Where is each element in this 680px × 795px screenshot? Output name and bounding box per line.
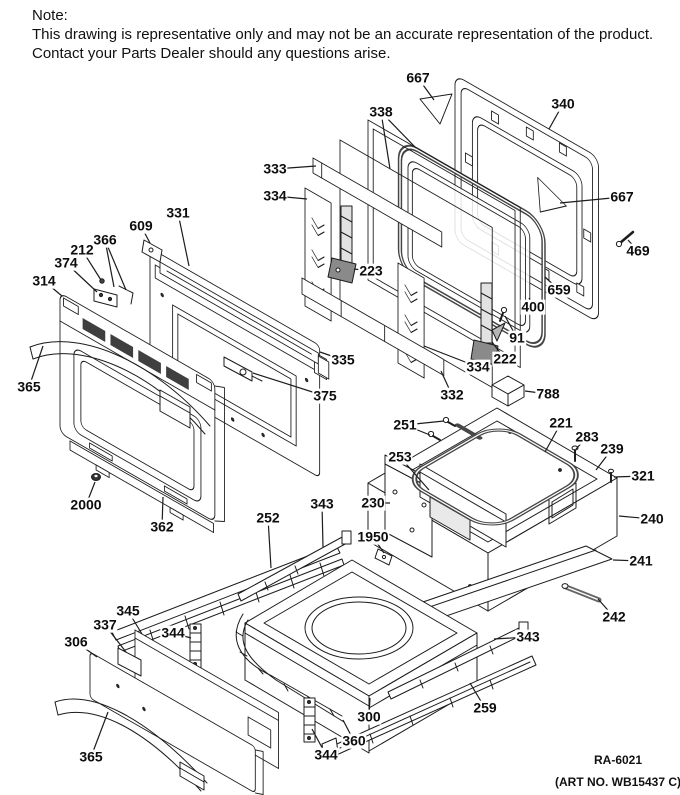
grommet-2000	[91, 473, 101, 481]
door-gasket-659	[397, 144, 546, 348]
leader-line-259	[469, 682, 486, 709]
leader-line-343	[321, 503, 324, 548]
leader-line-337	[104, 624, 127, 653]
leader-line-340	[548, 103, 564, 130]
leader-line-242	[597, 598, 615, 618]
inner-door-glass-400	[407, 161, 531, 333]
art-number: (ART NO. WB15437 C)	[554, 775, 680, 789]
note: Note: This drawing is representative onl…	[32, 6, 653, 63]
leader-line-344	[172, 632, 192, 639]
leader-line-331	[177, 212, 190, 267]
leader-line-300	[368, 697, 371, 718]
leader-line-332	[440, 370, 453, 396]
leader-line-251	[404, 420, 445, 426]
rod-242	[561, 583, 602, 603]
leader-line-343	[493, 636, 529, 640]
drawing-number: RA-6021	[593, 753, 643, 767]
leader-line-223	[353, 268, 372, 272]
drawer-slide-343-upper	[237, 530, 352, 602]
leader-line-222	[491, 341, 506, 360]
leader-line-365	[90, 711, 109, 758]
hinge-arm-222	[470, 282, 506, 366]
leader-line-314	[43, 280, 63, 297]
leader-line-360	[342, 719, 355, 742]
leader-line-667	[417, 77, 435, 101]
clip-1950	[374, 548, 393, 566]
screws-251	[427, 416, 456, 441]
leader-line-333	[274, 165, 317, 170]
burner-gasket-221	[411, 423, 579, 526]
junction-box-788	[491, 375, 525, 407]
support-post-344-lower	[303, 697, 316, 743]
drawer-handle-365	[54, 698, 208, 792]
leader-line-400	[528, 297, 534, 308]
drawer-front-panel-306	[89, 652, 264, 795]
leader-line-306	[75, 641, 98, 658]
clip-366	[118, 285, 134, 305]
note-line-2: Contact your Parts Dealer should any que…	[32, 45, 391, 62]
leader-line-365	[28, 345, 44, 388]
leader-line-345	[127, 610, 143, 635]
hinge-arm-223	[327, 205, 357, 284]
bracket-337	[117, 647, 142, 677]
leader-line-253	[399, 456, 430, 491]
leader-line-2000	[85, 481, 96, 506]
leader-line-338	[380, 111, 391, 170]
leader-line-366	[104, 239, 127, 291]
leader-line-212	[81, 249, 102, 281]
leader-line-375	[252, 372, 326, 397]
insulation-strip-333	[312, 157, 443, 248]
leader-line-469	[627, 239, 639, 252]
leader-line-252	[267, 517, 272, 569]
leader-line-344	[311, 728, 327, 756]
leader-line-366	[104, 239, 115, 288]
leader-line-334	[423, 345, 479, 368]
leader-line-283	[575, 436, 588, 450]
insulation-strip-332	[301, 277, 445, 377]
leader-line-659	[544, 276, 560, 291]
leader-line-609	[140, 225, 151, 244]
screw-91	[499, 306, 508, 322]
leader-line-362	[161, 496, 164, 528]
leader-line-1950	[372, 536, 385, 554]
leader-line-321	[613, 475, 644, 478]
leader-line-239	[595, 448, 613, 471]
leader-line-334	[274, 195, 308, 200]
note-title: Note:	[32, 7, 68, 24]
note-line-1: This drawing is representative only and …	[32, 26, 654, 43]
screw-469	[615, 230, 635, 248]
door-bracket-374	[93, 288, 118, 308]
leader-line-91	[504, 315, 518, 339]
pin-321	[608, 468, 614, 483]
leader-line-240	[618, 515, 653, 520]
door-handle-365	[29, 341, 211, 435]
door-latch-375	[223, 356, 263, 382]
door-bottom-trim-362	[69, 440, 214, 534]
leader-line-251	[404, 424, 431, 436]
leader-line-788	[524, 390, 549, 395]
door-front-panel-314	[59, 295, 225, 523]
doc-refs: RA-6021 (ART NO. WB15437 C)	[540, 753, 680, 789]
leader-line-335	[319, 351, 344, 361]
top-channel-335	[159, 261, 330, 380]
leader-line-221	[544, 422, 562, 453]
shipping-pad-667	[419, 93, 453, 125]
leader-line-241	[612, 559, 642, 562]
leader-line-667	[559, 196, 623, 204]
